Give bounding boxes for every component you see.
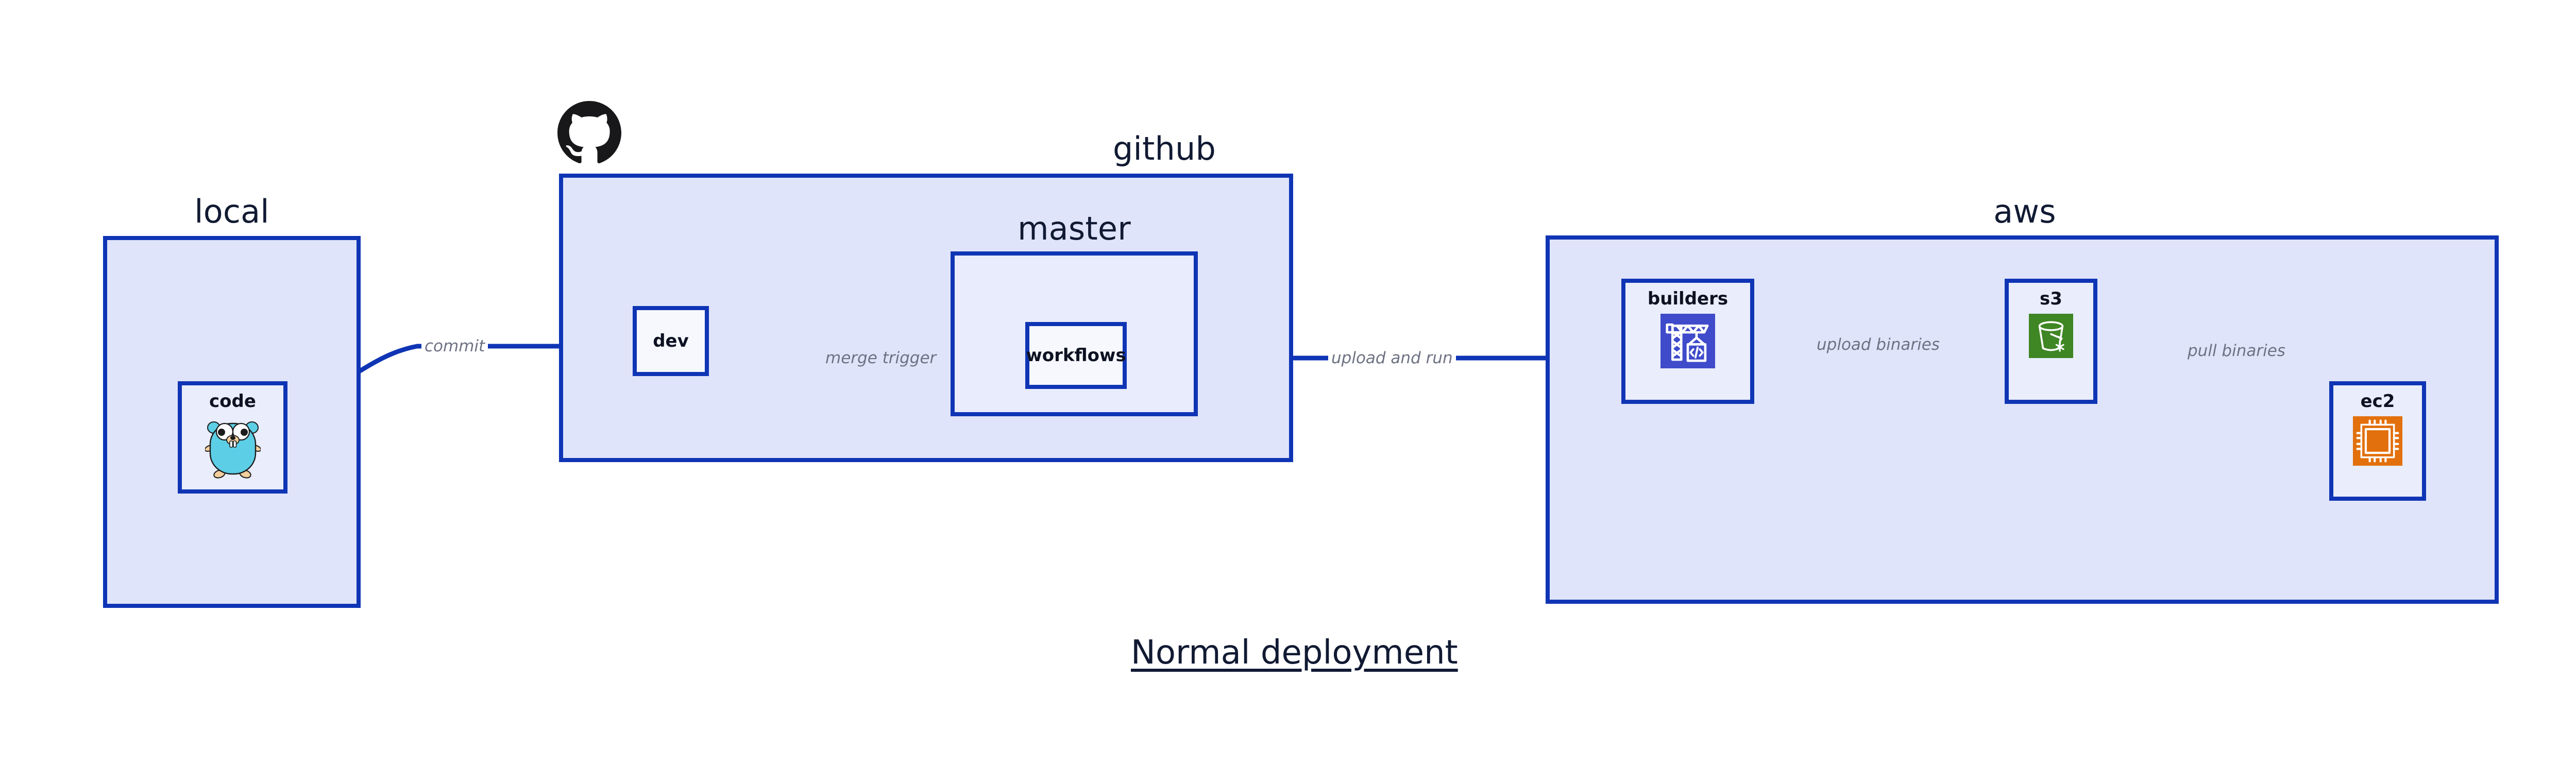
node-workflows-label: workflows — [1026, 345, 1126, 366]
go-gopher-icon — [204, 416, 261, 481]
node-code[interactable]: code — [178, 381, 287, 494]
edge-label-upload-and-run: upload and run — [1328, 349, 1456, 367]
node-code-label: code — [209, 391, 256, 412]
group-label-github: github — [1112, 130, 1216, 167]
node-dev[interactable]: dev — [633, 306, 709, 376]
github-octocat-logo — [557, 101, 621, 167]
node-builders[interactable]: builders — [1621, 279, 1754, 404]
edge-label-upload-binaries: upload binaries — [1814, 336, 1943, 354]
node-builders-label: builders — [1647, 288, 1728, 309]
node-ec2-label: ec2 — [2360, 391, 2395, 412]
diagram-caption: Normal deployment — [1131, 634, 1458, 672]
edge-label-pull-binaries: pull binaries — [2184, 342, 2289, 360]
node-s3-label: s3 — [2040, 288, 2062, 309]
node-dev-label: dev — [653, 331, 689, 351]
group-label-local: local — [194, 193, 269, 230]
group-label-master: master — [1018, 210, 1131, 247]
aws-ec2-icon — [2353, 416, 2402, 468]
edge-label-commit: commit — [421, 337, 488, 355]
node-s3[interactable]: s3 — [2005, 279, 2097, 404]
aws-s3-icon — [2029, 314, 2073, 360]
aws-codebuild-icon — [1660, 314, 1715, 370]
group-label-aws: aws — [1993, 193, 2056, 230]
node-ec2[interactable]: ec2 — [2329, 381, 2426, 501]
edge-label-merge-trigger: merge trigger — [822, 349, 940, 367]
node-workflows[interactable]: workflows — [1025, 322, 1127, 389]
